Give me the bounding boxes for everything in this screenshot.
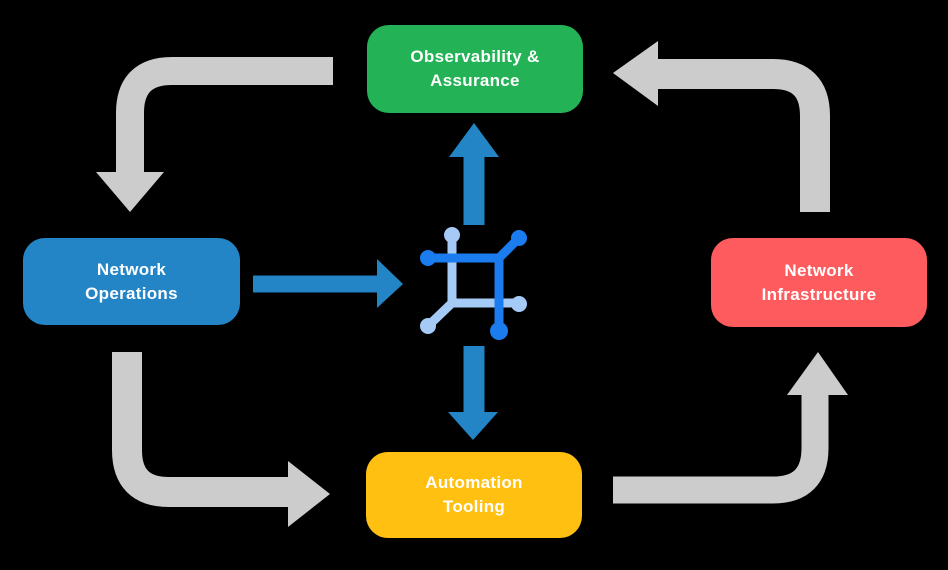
arrow-operations-to-automation xyxy=(112,352,330,527)
arrow-center-to-automation xyxy=(448,346,498,440)
arrowhead-right-icon xyxy=(288,461,330,527)
node-network-operations: Network Operations xyxy=(23,238,240,325)
arrow-infrastructure-to-observability xyxy=(613,41,830,212)
node-network-infrastructure: Network Infrastructure xyxy=(711,238,927,327)
arrowhead-left-icon xyxy=(613,41,658,106)
arrow-center-to-observability xyxy=(449,123,499,225)
node-label: Automation Tooling xyxy=(425,473,523,516)
icon-light-branch xyxy=(420,227,527,334)
arrowhead-down-icon xyxy=(96,172,164,212)
icon-dark-branch xyxy=(420,230,527,340)
node-automation-tooling: Automation Tooling xyxy=(366,452,582,538)
node-observability-assurance: Observability & Assurance xyxy=(367,25,583,113)
node-label: Network Operations xyxy=(85,259,178,303)
node-label: Observability & Assurance xyxy=(410,47,540,90)
arrowhead-down-icon xyxy=(448,412,498,440)
arrowhead-right-icon xyxy=(377,259,403,308)
node-label: Network Infrastructure xyxy=(761,260,877,304)
arrowhead-up-icon xyxy=(787,352,848,395)
arrow-operations-to-center xyxy=(253,259,403,308)
network-automation-icon xyxy=(420,227,527,340)
arrow-observability-to-operations xyxy=(96,57,333,212)
arrow-automation-to-infrastructure xyxy=(613,352,848,504)
arrowhead-up-icon xyxy=(449,123,499,157)
